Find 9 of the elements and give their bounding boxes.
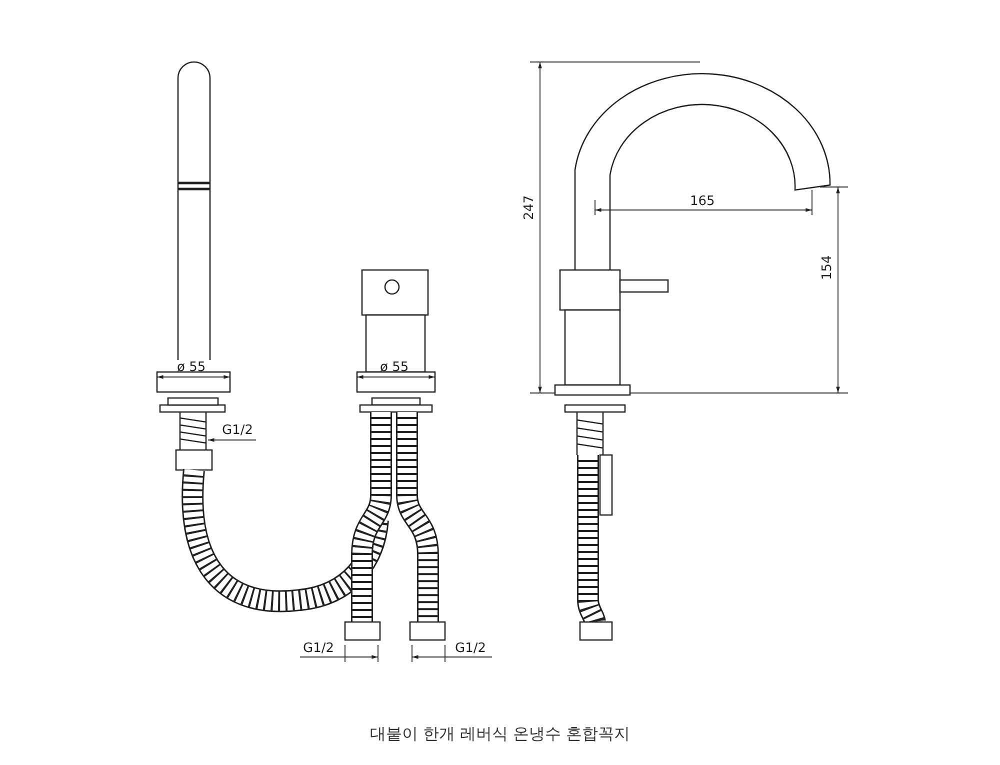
dimension-label: ø 55 — [380, 360, 409, 375]
dimension-label: 154 — [820, 255, 835, 280]
dimension-label: ø 55 — [177, 360, 206, 375]
dimension-label: 247 — [522, 195, 537, 220]
dimension-label: 165 — [690, 194, 715, 209]
thread-size-label: G1/2 — [455, 641, 486, 656]
thread-size-label: G1/2 — [222, 423, 253, 438]
thread-size-label: G1/2 — [303, 641, 334, 656]
caption: 대붙이 한개 레버식 온냉수 혼합꼭지 — [368, 724, 632, 745]
